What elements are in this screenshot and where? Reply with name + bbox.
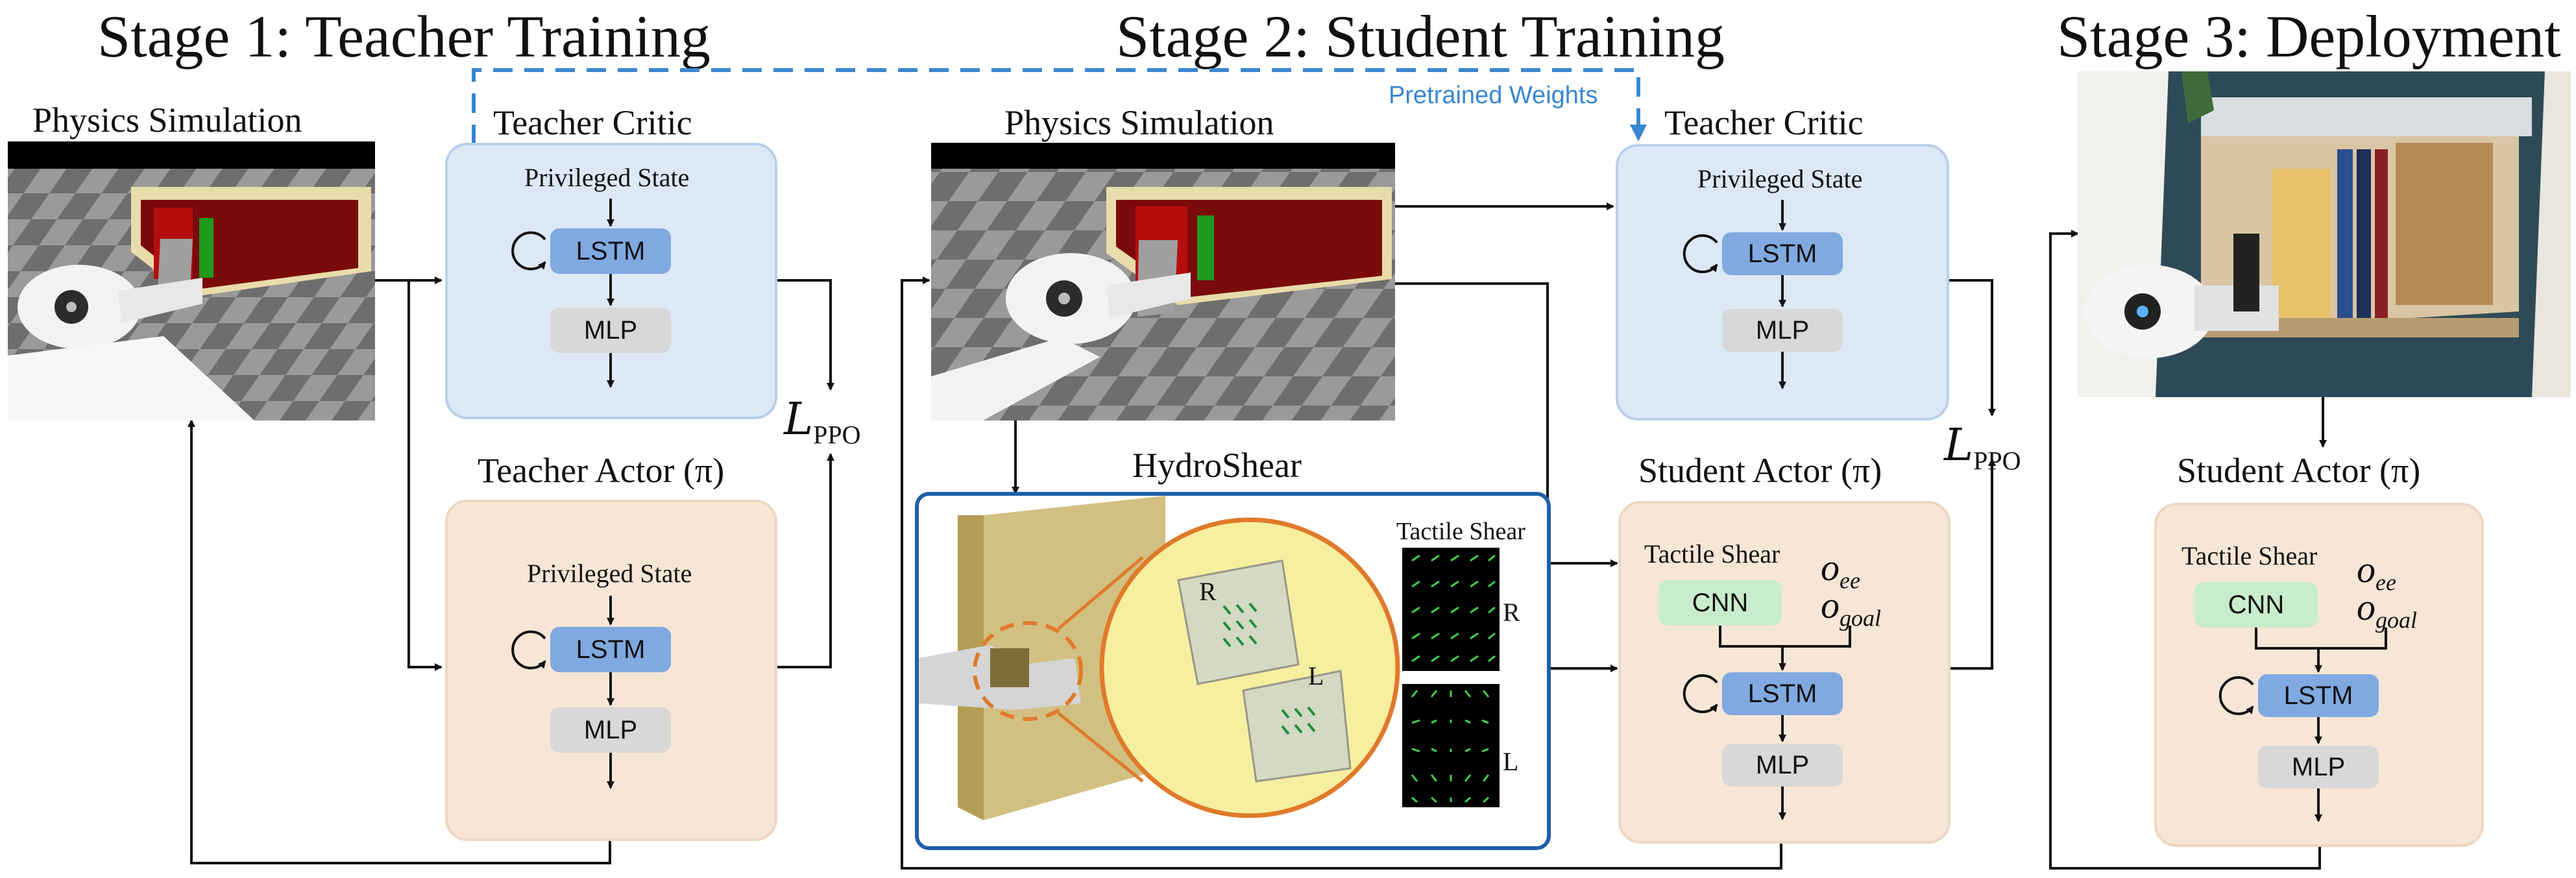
cnn-block: CNN <box>1659 580 1782 626</box>
obs-goal: ogoal <box>1821 584 1882 631</box>
zoom-l-label: L <box>1308 661 1324 690</box>
zoom-r-label: R <box>1199 577 1217 606</box>
ppo-loss-2: LPPO <box>1944 420 2021 476</box>
mlp-block: MLP <box>550 707 671 753</box>
pretrained-weights-arrow <box>472 68 1647 144</box>
pretrained-weights-label: Pretrained Weights <box>1389 82 1598 109</box>
teacher-actor-panel-1: Privileged State LSTM MLP <box>445 500 777 841</box>
physics-sim-image-1 <box>8 141 375 421</box>
lstm-block: LSTM <box>2258 674 2379 717</box>
physics-sim-label-1: Physics Simulation <box>32 101 302 140</box>
mlp-block: MLP <box>2258 746 2379 788</box>
teacher-critic-title-2: Teacher Critic <box>1664 103 1864 142</box>
lstm-block: LSTM <box>550 228 671 274</box>
teacher-critic-panel-2: Privileged State LSTM MLP <box>1616 144 1949 421</box>
student-actor-panel-3: Tactile Shear CNN oee ogoal LSTM MLP <box>2154 503 2484 847</box>
mlp-block: MLP <box>550 308 671 353</box>
student-actor-panel-2: Tactile Shear CNN oee ogoal LSTM MLP <box>1618 501 1950 844</box>
lstm-block: LSTM <box>1722 672 1843 715</box>
teacher-actor-title-1: Teacher Actor (π) <box>478 451 725 490</box>
hydroshear-title: HydroShear <box>1132 446 1302 485</box>
mlp-block: MLP <box>1722 309 1843 352</box>
hydroshear-illustration <box>919 496 1500 820</box>
student-inner-arrows <box>1683 626 1851 820</box>
lstm-block: LSTM <box>1722 232 1843 275</box>
mlp-block: MLP <box>1722 744 1843 787</box>
teacher-critic-panel-1: Privileged State LSTM MLP <box>445 143 777 419</box>
tactile-shear-label: Tactile Shear <box>1396 518 1525 545</box>
actor1-to-loss <box>777 453 834 668</box>
student-feedback-loop <box>901 276 1782 870</box>
actor1-feedback-loop <box>188 419 611 864</box>
lstm-block: LSTM <box>550 627 671 672</box>
sensor-l-label: L <box>1503 747 1519 776</box>
critic-inner-arrows <box>511 199 614 388</box>
deployment-photo <box>2078 71 2571 397</box>
sensor-r-label: R <box>1503 598 1520 627</box>
actor-inner-arrows <box>511 596 614 789</box>
obs-goal: ogoal <box>2357 586 2418 633</box>
critic2-to-loss2 <box>1947 279 1996 417</box>
sim1-to-actor-arrow <box>407 280 443 671</box>
tactile-shear-label: Tactile Shear <box>2181 541 2318 570</box>
student-actor-title-2: Student Actor (π) <box>1638 451 1882 490</box>
deploy-feedback-loop <box>2049 230 2321 870</box>
privileged-state-label: Privileged State <box>527 559 692 588</box>
obs-ee: oee <box>2357 548 2396 596</box>
stage2-title: Stage 2: Student Training <box>1116 3 1725 69</box>
student-to-loss2 <box>1947 458 1996 670</box>
stage1-title: Stage 1: Teacher Training <box>97 3 711 69</box>
sim2-to-student-arrow <box>1395 282 1618 567</box>
physics-sim-image-2 <box>931 143 1395 421</box>
stage3-title: Stage 3: Deployment <box>2057 3 2561 69</box>
deploy-inner-arrows <box>2218 628 2387 822</box>
physics-sim-label-2: Physics Simulation <box>1004 103 1274 142</box>
obs-ee: oee <box>1821 546 1860 594</box>
hydroshear-panel: Tactile Shear R L R L <box>915 492 1551 850</box>
ppo-loss-1: LPPO <box>784 394 861 450</box>
critic1-to-loss <box>777 279 834 391</box>
student-actor-title-3: Student Actor (π) <box>2177 451 2421 490</box>
critic2-inner-arrows <box>1683 200 1786 389</box>
teacher-critic-title-1: Teacher Critic <box>493 103 692 142</box>
privileged-state-label: Privileged State <box>1697 164 1863 193</box>
privileged-state-label: Privileged State <box>524 163 690 192</box>
tactile-shear-label: Tactile Shear <box>1644 539 1780 568</box>
cnn-block: CNN <box>2194 582 2318 628</box>
